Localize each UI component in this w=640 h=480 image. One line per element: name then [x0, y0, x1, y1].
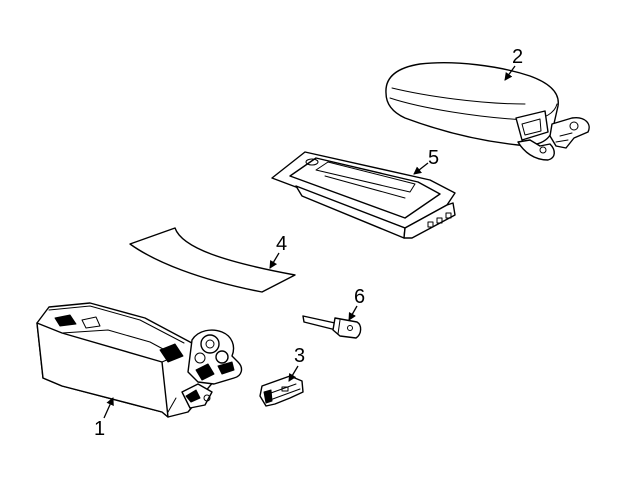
- callout-leader-3: [288, 365, 299, 382]
- part-2-armrest-lid: [385, 62, 590, 161]
- callout-label-3: 3: [294, 345, 305, 367]
- callout-6: 6: [348, 286, 365, 321]
- callout-4: 4: [269, 233, 287, 269]
- part-5-storage-tray: [271, 151, 456, 239]
- part-6-pin: [302, 315, 362, 339]
- callout-leader-6: [348, 305, 358, 321]
- callout-label-1: 1: [94, 418, 105, 440]
- callout-1: 1: [94, 397, 114, 440]
- callout-label-2: 2: [512, 46, 523, 68]
- callout-leader-5: [413, 162, 429, 175]
- callout-2: 2: [504, 46, 523, 81]
- part-1-console-base: [36, 302, 243, 418]
- callout-leader-2: [504, 65, 516, 81]
- callout-5: 5: [413, 147, 439, 175]
- callout-label-5: 5: [428, 147, 439, 169]
- part-4-liner-mat: [129, 227, 296, 293]
- callout-label-6: 6: [354, 286, 365, 308]
- callout-leader-4: [269, 252, 280, 269]
- callout-3: 3: [288, 345, 305, 382]
- callout-leader-1: [103, 397, 114, 419]
- part-3-latch-clip: [259, 375, 304, 407]
- callout-label-4: 4: [276, 233, 287, 255]
